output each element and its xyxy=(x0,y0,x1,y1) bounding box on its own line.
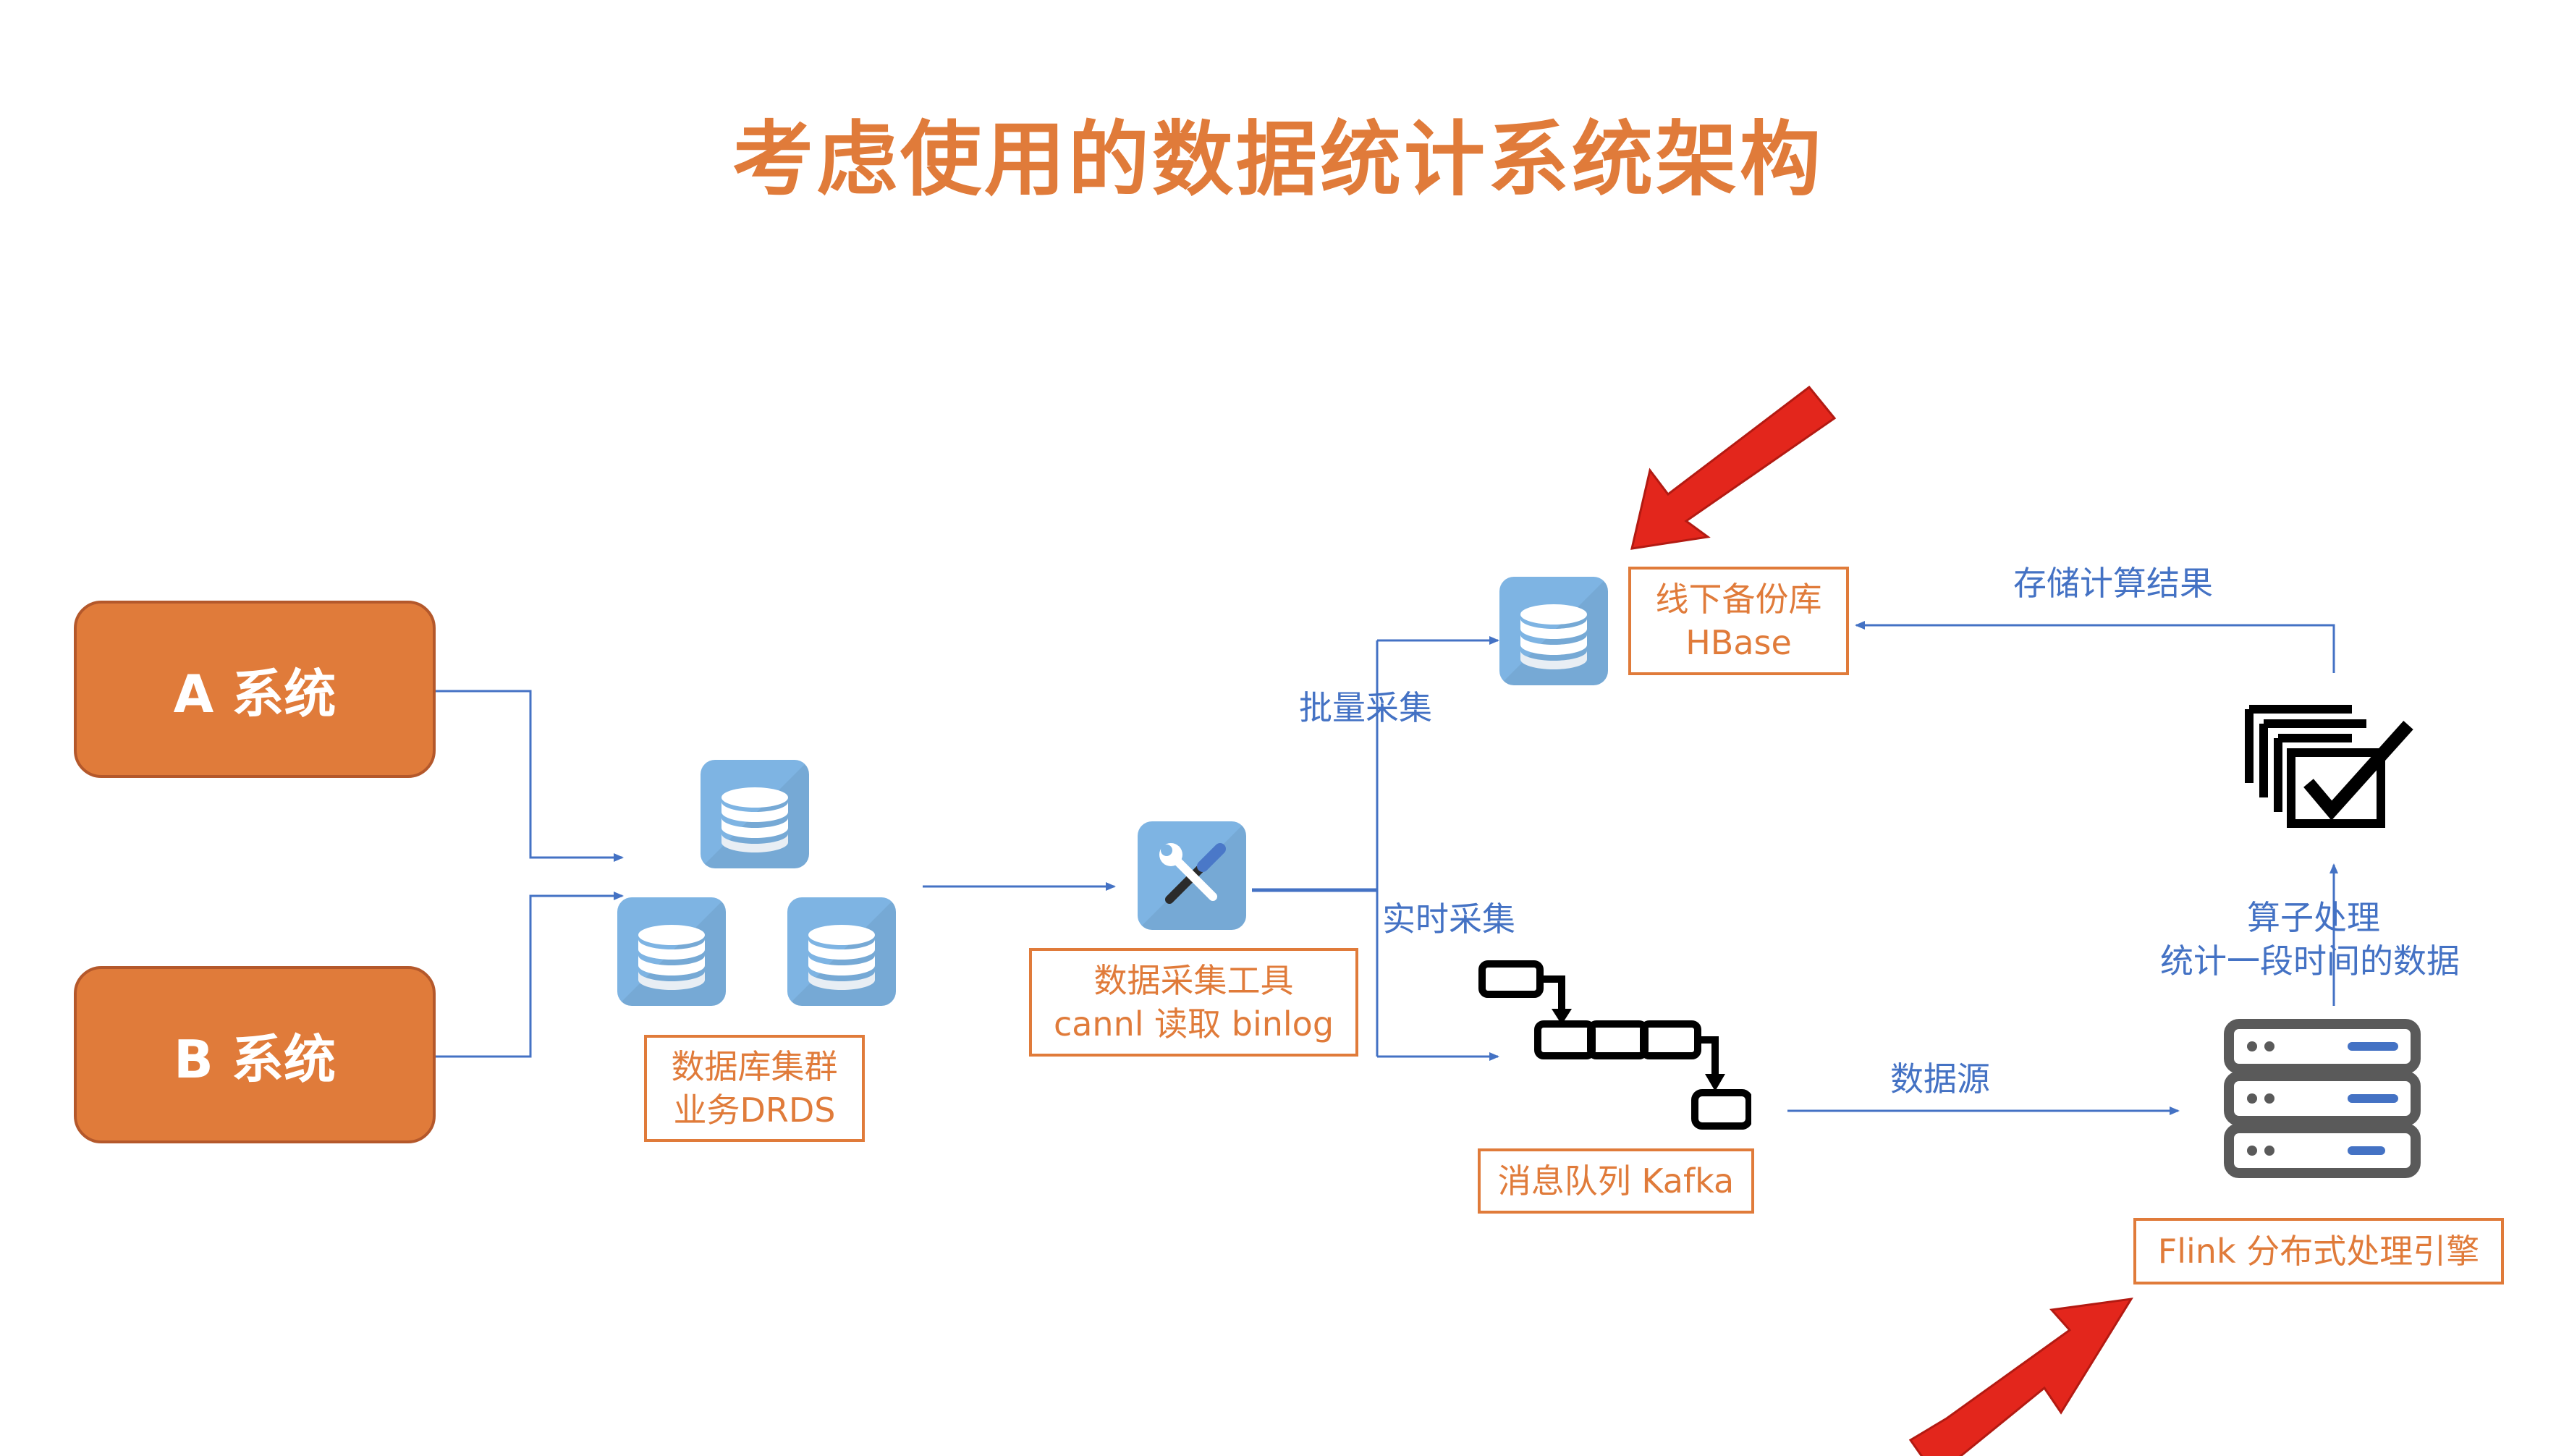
wrench-screwdriver-icon xyxy=(1138,821,1246,930)
database-icon xyxy=(617,897,726,1006)
highlight-arrow-flink xyxy=(1908,1298,2133,1456)
database-icon xyxy=(701,760,809,868)
page-title: 考虑使用的数据统计系统架构 xyxy=(732,113,1824,207)
edge-b-to-db xyxy=(436,892,624,1058)
highlight-arrow-hbase xyxy=(1630,385,1837,550)
hbase-label[interactable]: 线下备份库 HBase xyxy=(1628,567,1849,675)
server-icon xyxy=(2224,1019,2421,1178)
kafka-line1: 消息队列 Kafka xyxy=(1497,1161,1735,1201)
flink-label[interactable]: Flink 分布式处理引擎 xyxy=(2133,1218,2504,1284)
edge-label-realtime: 实时采集 xyxy=(1382,900,1515,939)
collector-line1: 数据采集工具 xyxy=(1093,961,1294,1000)
collector-line2: cannl 读取 binlog xyxy=(1053,1004,1334,1044)
edge-a-to-db xyxy=(436,690,624,862)
db-cluster-label[interactable]: 数据库集群 业务DRDS xyxy=(644,1035,865,1142)
collector-label[interactable]: 数据采集工具 cannl 读取 binlog xyxy=(1029,948,1358,1057)
edge-checklist-to-hbase xyxy=(1855,621,2335,673)
system-b-box[interactable]: B 系统 xyxy=(74,966,436,1143)
system-a-box[interactable]: A 系统 xyxy=(74,601,436,778)
queue-icon xyxy=(1478,960,1751,1130)
edge-label-data-source: 数据源 xyxy=(1890,1059,1990,1099)
db-cluster-line1: 数据库集群 xyxy=(671,1047,838,1086)
flink-line1: Flink 分布式处理引擎 xyxy=(2157,1232,2480,1271)
db-cluster-line2: 业务DRDS xyxy=(673,1091,836,1130)
edge-label-window: 统计一段时间的数据 xyxy=(2160,941,2460,981)
checklist-icon xyxy=(2245,705,2413,828)
edge-label-store-result: 存储计算结果 xyxy=(2013,564,2213,603)
kafka-label[interactable]: 消息队列 Kafka xyxy=(1478,1148,1754,1214)
edge-label-batch: 批量采集 xyxy=(1299,688,1432,727)
edge-label-operator: 算子处理 xyxy=(2247,898,2380,937)
hbase-line1: 线下备份库 xyxy=(1655,580,1822,619)
database-icon xyxy=(1499,577,1608,685)
hbase-line2: HBase xyxy=(1685,623,1792,662)
system-a-label: A 系统 xyxy=(173,664,337,724)
database-icon xyxy=(787,897,896,1006)
system-b-label: B 系统 xyxy=(174,1029,336,1090)
